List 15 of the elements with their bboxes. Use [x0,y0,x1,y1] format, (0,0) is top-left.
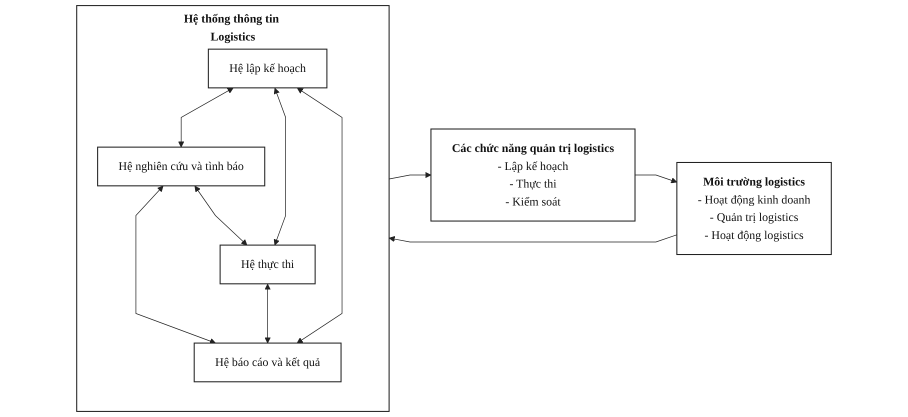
arrow [178,88,234,148]
arrow [264,284,271,344]
node-box: Hệ lập kế hoạch [208,48,328,88]
arrow [388,234,678,242]
arrow [388,172,432,180]
arrow [274,88,286,246]
node-box: Các chức năng quản trị logistics - Lập kế hoạch - Thực thi - Kiểm soát [430,128,636,222]
node-box: Hệ báo cáo và kết quả [194,342,342,382]
node-box: Hệ thực thi [220,244,316,284]
arrow [634,174,678,184]
arrow [136,186,216,344]
node-box: Hệ nghiên cứu và tình báo [97,146,266,186]
arrow [194,186,248,246]
node-box: Môi trường logistics - Hoạt động kinh doanh - Quản trị logistics - Hoạt động logistics [676,162,832,256]
arrow [296,88,342,344]
